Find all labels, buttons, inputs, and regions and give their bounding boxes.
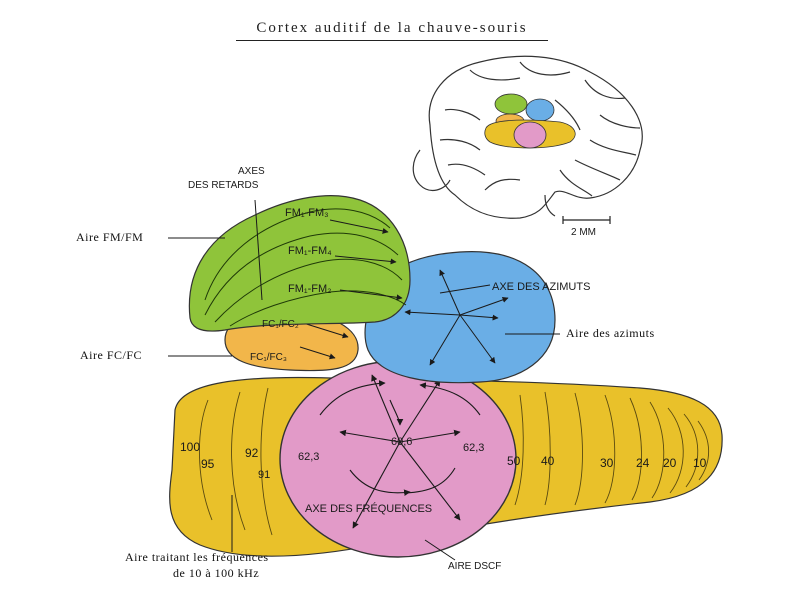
diagram-title: Cortex auditif de la chauve-souris bbox=[256, 20, 528, 36]
label-freq-line1: Aire traitant les fréquences bbox=[125, 550, 269, 564]
fc-label-1: FC₁/FC₃ bbox=[250, 352, 287, 363]
leader-lines bbox=[168, 237, 560, 561]
freq-value-10: 10 bbox=[693, 456, 707, 470]
scale-bar-label: 2 MM bbox=[571, 227, 596, 238]
axis-retards-line1: AXES bbox=[238, 166, 265, 177]
freq-value-30: 30 bbox=[600, 456, 614, 470]
freq-value-623-right: 62,3 bbox=[463, 442, 484, 454]
fm-label-1: FM₁-FM₃ bbox=[285, 207, 329, 219]
axis-frequences-label: AXE DES FRÉQUENCES bbox=[305, 502, 432, 515]
dscf-arrows bbox=[319, 374, 481, 529]
brain-patch-azimuts bbox=[525, 98, 555, 122]
freq-value-92: 92 bbox=[245, 446, 259, 460]
label-aire-fm-fm: Aire FM/FM bbox=[76, 230, 144, 244]
freq-value-91: 91 bbox=[258, 469, 270, 481]
fc-label-2: FC₁/FC₂ bbox=[262, 319, 299, 330]
axis-azimuts-label: AXE DES AZIMUTS bbox=[492, 281, 590, 293]
freq-value-40: 40 bbox=[541, 454, 555, 468]
dscf-label: AIRE DSCF bbox=[448, 561, 501, 572]
brain-patch-dscf bbox=[513, 121, 547, 149]
freq-value-20: 20 bbox=[663, 456, 677, 470]
fm-label-3: FM₁-FM₂ bbox=[288, 283, 331, 295]
bat-brain-drawing bbox=[412, 55, 643, 219]
azimuts-arrows bbox=[404, 269, 509, 366]
fm-area bbox=[188, 195, 411, 332]
freq-value-24: 24 bbox=[636, 456, 650, 470]
brain-patch-fm bbox=[494, 93, 528, 115]
label-aire-fc-fc: Aire FC/FC bbox=[80, 348, 143, 362]
freq-value-606: 60,6 bbox=[391, 436, 412, 448]
iso-frequency-lines bbox=[199, 387, 709, 536]
axis-retards-line2: DES RETARDS bbox=[188, 180, 259, 191]
label-freq-line2: de 10 à 100 kHz bbox=[173, 566, 260, 580]
freq-value-95: 95 bbox=[201, 457, 215, 471]
freq-value-50: 50 bbox=[507, 454, 521, 468]
freq-value-623-left: 62,3 bbox=[298, 451, 319, 463]
freq-value-100: 100 bbox=[180, 440, 200, 454]
fm-label-2: FM₁-FM₄ bbox=[288, 245, 332, 257]
label-aire-azimuts: Aire des azimuts bbox=[566, 326, 655, 340]
azimuts-area bbox=[364, 251, 556, 384]
title-underline bbox=[236, 40, 548, 41]
